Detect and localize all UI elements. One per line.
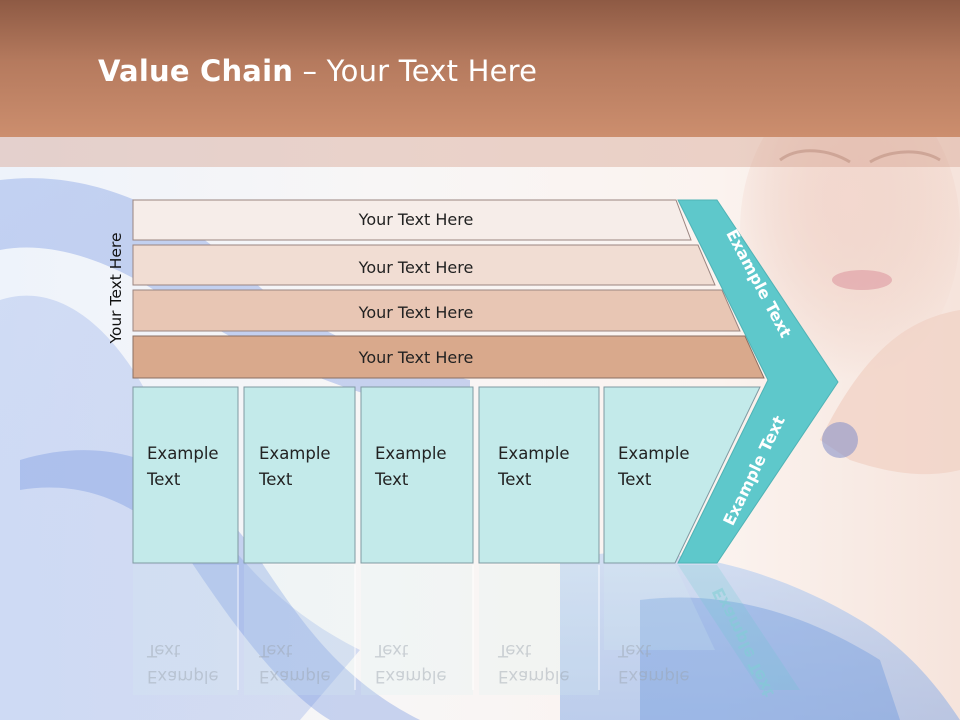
reflection-box-3-line1: Example	[375, 667, 447, 686]
primary-box-3-line1: Example	[375, 444, 447, 463]
support-bar-2-label: Your Text Here	[358, 258, 474, 277]
support-bar-1[interactable]	[132, 199, 692, 241]
primary-box-3-line2: Text	[374, 470, 409, 489]
support-bar-4[interactable]	[132, 335, 765, 379]
primary-box-3[interactable]	[360, 386, 474, 564]
slide-title: Value Chain – Your Text Here	[98, 54, 537, 88]
primary-box-4-line1: Example	[498, 444, 570, 463]
title-rest: – Your Text Here	[293, 54, 538, 88]
primary-boxes: Example Text Example Text Example Text E…	[132, 386, 761, 564]
primary-box-5[interactable]	[603, 386, 761, 564]
support-bar-2[interactable]	[132, 244, 716, 286]
reflection-box-3-line2: Text	[374, 641, 409, 660]
reflection-box-1-line1: Example	[147, 667, 219, 686]
support-bar-4-label: Your Text Here	[358, 348, 474, 367]
support-bar-3-label: Your Text Here	[358, 303, 474, 322]
primary-box-4-line2: Text	[497, 470, 532, 489]
primary-box-1-line2: Text	[146, 470, 181, 489]
margin-arrow-shape[interactable]	[677, 199, 839, 564]
support-bar-3[interactable]	[132, 289, 741, 332]
primary-box-1[interactable]	[132, 386, 239, 564]
support-bars: Your Text Here Your Text Here Your Text …	[132, 199, 765, 379]
primary-box-5-line2: Text	[617, 470, 652, 489]
primary-box-2-line2: Text	[258, 470, 293, 489]
reflection-box-1-line2: Text	[146, 641, 181, 660]
header-strip	[0, 137, 960, 167]
primary-box-5-line1: Example	[618, 444, 690, 463]
reflection-box-4-line2: Text	[497, 641, 532, 660]
primary-box-2-line1: Example	[259, 444, 331, 463]
header-band	[0, 0, 960, 137]
diagram-reflection	[133, 565, 800, 695]
reflection-box-5-line1: Example	[618, 667, 690, 686]
reflection-box-5-line2: Text	[617, 641, 652, 660]
reflection-box-2-line2: Text	[258, 641, 293, 660]
reflection-box-4-line1: Example	[498, 667, 570, 686]
primary-box-4[interactable]	[478, 386, 600, 564]
side-label: Your Text Here	[107, 232, 125, 344]
primary-box-1-line1: Example	[147, 444, 219, 463]
support-bar-1-label: Your Text Here	[358, 210, 474, 229]
title-bold: Value Chain	[98, 54, 294, 88]
reflection-box-2-line1: Example	[259, 667, 331, 686]
primary-box-2[interactable]	[243, 386, 356, 564]
